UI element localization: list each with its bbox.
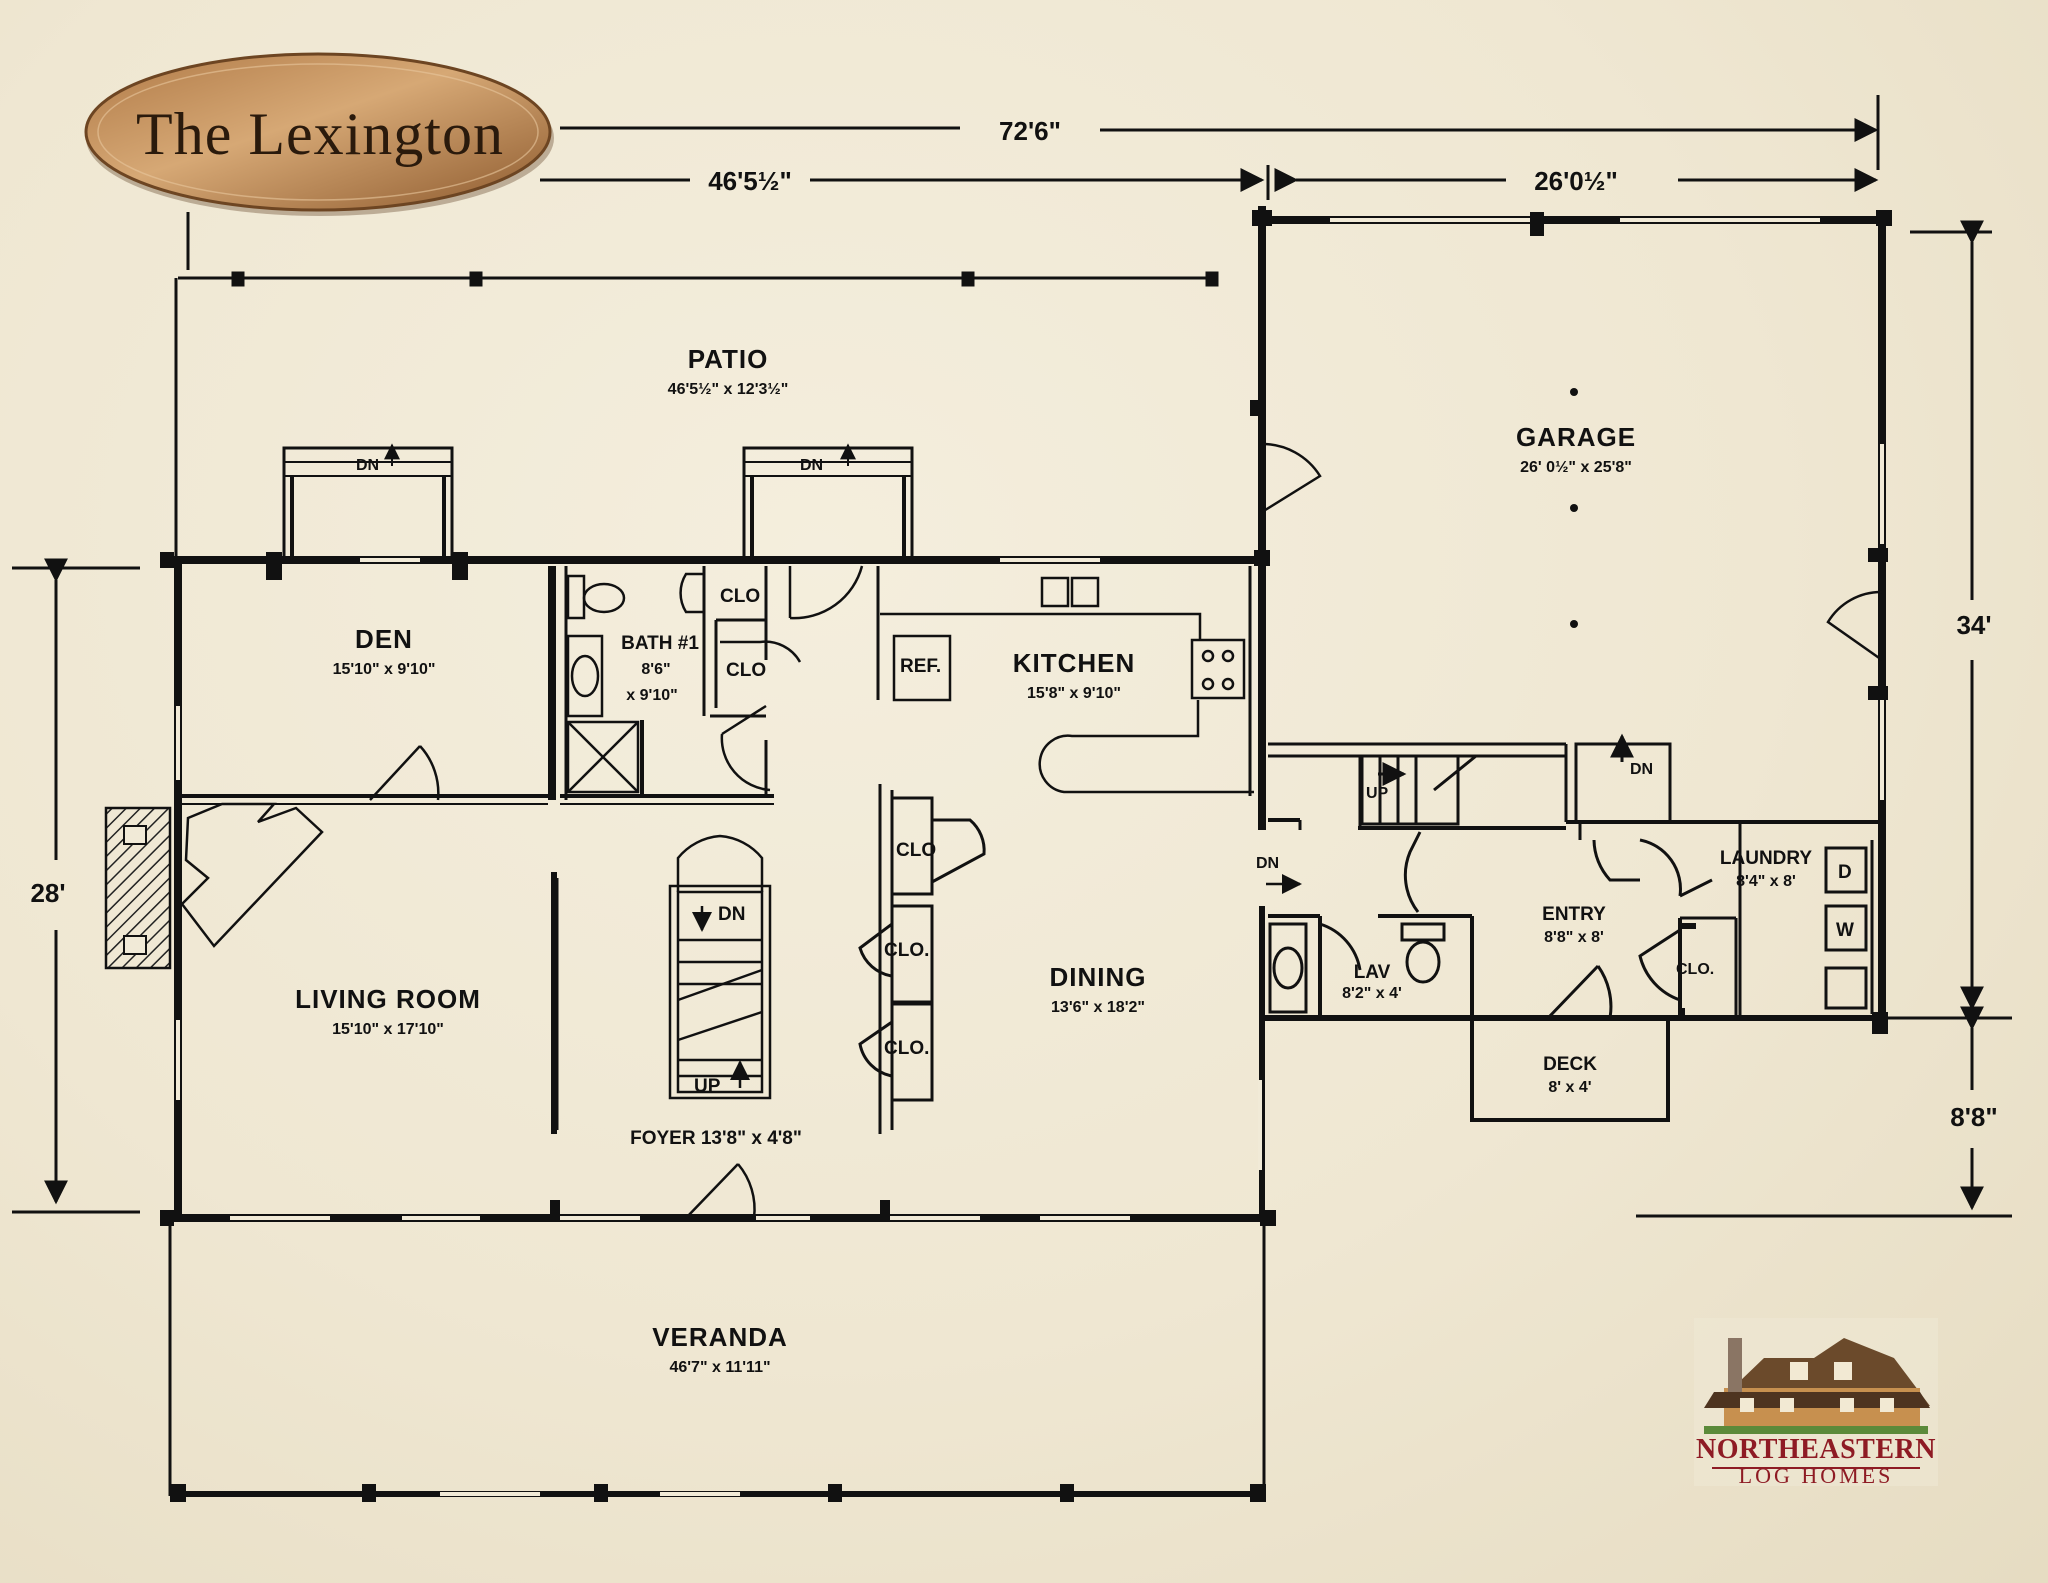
bath-size-width: 8'6"	[641, 661, 670, 678]
foyer-closet-2-label: CLO.	[884, 940, 929, 961]
laundry-name: LAUNDRY	[1720, 848, 1813, 869]
garage-size: 26' 0½" x 25'8"	[1520, 459, 1632, 476]
patio-size: 46'5½" x 12'3½"	[668, 381, 789, 398]
entry-name: ENTRY	[1542, 904, 1606, 925]
kitchen-name: KITCHEN	[1013, 648, 1136, 678]
patio-outline	[174, 271, 1219, 562]
foyer-closet-1-label: CLO	[896, 840, 936, 861]
room-labels: PATIO 46'5½" x 12'3½" GARAGE 26' 0½" x 2…	[295, 344, 1812, 1376]
dining-name: DINING	[1050, 962, 1147, 992]
kitchen-fixtures	[880, 576, 1254, 794]
main-depth-label: 28'	[30, 878, 65, 908]
veranda-size: 46'7" x 11'11"	[669, 1359, 770, 1376]
main-width-label: 46'5½"	[708, 166, 792, 196]
entry-closet-label: CLO.	[1676, 961, 1714, 978]
garage-doors	[1260, 442, 1883, 662]
fireplace	[104, 802, 324, 970]
kitchen-size: 15'8" x 9'10"	[1027, 685, 1121, 702]
patio-steps-right-dn: DN	[800, 457, 823, 474]
washer-label: W	[1836, 920, 1854, 941]
fixture-labels: DN DN CLO CLO REF. DN UP CLO CLO. CLO. U…	[356, 457, 1854, 1097]
refrigerator-label: REF.	[900, 656, 941, 677]
deck-size: 8' x 4'	[1548, 1079, 1591, 1096]
main-house-walls	[160, 206, 1276, 1226]
veranda-outline	[168, 1222, 1266, 1502]
overall-width-label: 72'6"	[999, 116, 1061, 146]
lav-name: LAV	[1354, 962, 1391, 983]
foyer-closet-3-label: CLO.	[884, 1038, 929, 1059]
dining-size: 13'6" x 18'2"	[1051, 999, 1145, 1016]
dimension-text: 72'6" 46'5½" 26'0½" 28' 34' 8'8"	[30, 116, 1997, 1132]
dryer-label: D	[1838, 862, 1852, 883]
logo-company-subtitle: LOG HOMES	[1738, 1463, 1894, 1488]
stairs-down-label: DN	[718, 904, 745, 925]
patio-steps-left-dn: DN	[356, 457, 379, 474]
den-name: DEN	[355, 624, 413, 654]
den-size: 15'10" x 9'10"	[333, 661, 436, 678]
garage-steps-dn-label: DN	[1630, 761, 1653, 778]
kitchen-patio-door	[788, 565, 864, 620]
lav-size: 8'2" x 4'	[1342, 985, 1402, 1002]
patio-name: PATIO	[688, 344, 769, 374]
veranda-name: VERANDA	[652, 1322, 788, 1352]
entry-steps-dn-label: DN	[1256, 855, 1279, 872]
bath-closet-upper-label: CLO	[720, 586, 760, 607]
main-stairs	[668, 834, 772, 1100]
garage-rooms	[1266, 733, 1880, 1122]
dimension-lines	[12, 95, 2012, 1218]
garage-walls	[1250, 210, 1892, 1034]
foyer-closets	[858, 784, 986, 1134]
title-plaque	[84, 52, 554, 216]
plan-title: The Lexington	[136, 100, 504, 167]
logo-company-name: NORTHEASTERN	[1696, 1434, 1936, 1465]
front-door	[550, 1163, 890, 1219]
stairs-up-label: UP	[694, 1076, 721, 1097]
garage-depth-label: 34'	[1956, 610, 1991, 640]
bath-name: BATH #1	[621, 633, 699, 654]
garage-name: GARAGE	[1516, 422, 1636, 452]
living-room-name: LIVING ROOM	[295, 984, 481, 1014]
entry-size: 8'8" x 8'	[1544, 929, 1604, 946]
garage-stairs-up-label: UP	[1366, 785, 1389, 802]
northeastern-log-homes-logo	[1694, 1318, 1938, 1486]
deck-offset-label: 8'8"	[1950, 1102, 1997, 1132]
deck-name: DECK	[1543, 1054, 1597, 1075]
bath-size-depth: x 9'10"	[626, 687, 677, 704]
den-door	[369, 745, 440, 801]
living-room-size: 15'10" x 17'10"	[332, 1021, 444, 1038]
bath-closet-lower-label: CLO	[726, 660, 766, 681]
garage-width-label: 26'0½"	[1534, 166, 1618, 196]
foyer-label: FOYER 13'8" x 4'8"	[630, 1128, 802, 1149]
bath-door	[720, 704, 771, 792]
laundry-size: 8'4" x 8'	[1736, 873, 1796, 890]
bath-fixtures	[566, 572, 802, 794]
